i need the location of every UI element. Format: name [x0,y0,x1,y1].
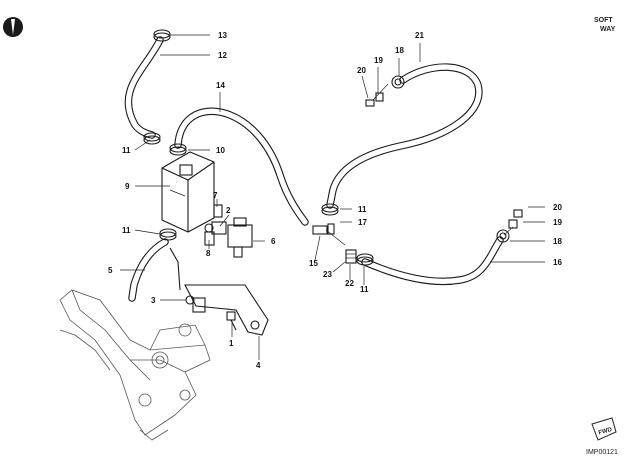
callout-16: 16 [553,258,562,267]
clamp-11-upper [143,132,161,145]
clamp-11-mid [321,203,339,216]
callout-3: 3 [151,296,156,305]
hose-12 [124,36,164,139]
callout-11-d: 11 [360,285,369,294]
clamp-18-right [496,229,510,243]
bracket-4 [169,247,269,336]
brand-line1: SOFT [594,17,613,24]
callout-17: 17 [358,218,367,227]
brand-line2: WAY [600,26,616,33]
hose-5 [128,238,169,302]
valve-19-20-right [503,209,523,236]
clamp-11-left [159,228,177,241]
hose-21 [326,63,483,209]
hose-16 [361,236,504,286]
callout-23: 23 [323,270,332,279]
callout-5: 5 [108,266,113,275]
motorcycle-frame [59,289,211,441]
callout-6: 6 [271,237,276,246]
callout-11-c: 11 [358,205,367,214]
clamp-18-upper [391,75,405,89]
callout-22: 22 [345,279,354,288]
carbon-canister-9 [161,151,215,233]
callout-labels: 13 12 14 11 10 9 7 2 11 6 8 5 3 1 4 21 1… [108,31,562,370]
logo-icon [3,17,23,37]
forward-arrow-icon: FWD [591,417,617,441]
tee-fitting-15 [312,223,346,246]
fwd-label: FWD [598,427,613,437]
clamp-10 [169,143,187,156]
callout-13: 13 [218,31,227,40]
clamp-13 [153,29,171,42]
callout-4: 4 [256,361,261,370]
callout-19-a: 19 [374,56,383,65]
callout-15: 15 [309,259,318,268]
callout-10: 10 [216,146,225,155]
callout-14: 14 [216,81,225,90]
callout-1: 1 [229,339,234,348]
callout-9: 9 [125,182,130,191]
connector-8 [204,231,215,246]
callout-7: 7 [213,191,218,200]
clamp-11-lower [356,253,374,266]
valve-19-20-upper [365,83,389,107]
solenoid-valve-6 [227,217,253,258]
callout-11-a: 11 [122,146,131,155]
callout-18-a: 18 [395,46,404,55]
hose-14 [174,107,309,226]
image-code: IMP00121 [586,449,618,456]
leader-lines [120,34,545,360]
callout-20-a: 20 [357,66,366,75]
filter-22 [345,249,357,264]
callout-21: 21 [415,31,424,40]
callout-18-b: 18 [553,237,562,246]
callout-20-b: 20 [553,203,562,212]
bolt-1 [226,311,237,331]
callout-19-b: 19 [553,218,562,227]
callout-11-b: 11 [122,226,131,235]
connector-7 [213,204,223,218]
brand-mark: SOFT WAY [594,17,616,33]
callout-12: 12 [218,51,227,60]
callout-8: 8 [206,249,211,258]
callout-2: 2 [226,206,231,215]
